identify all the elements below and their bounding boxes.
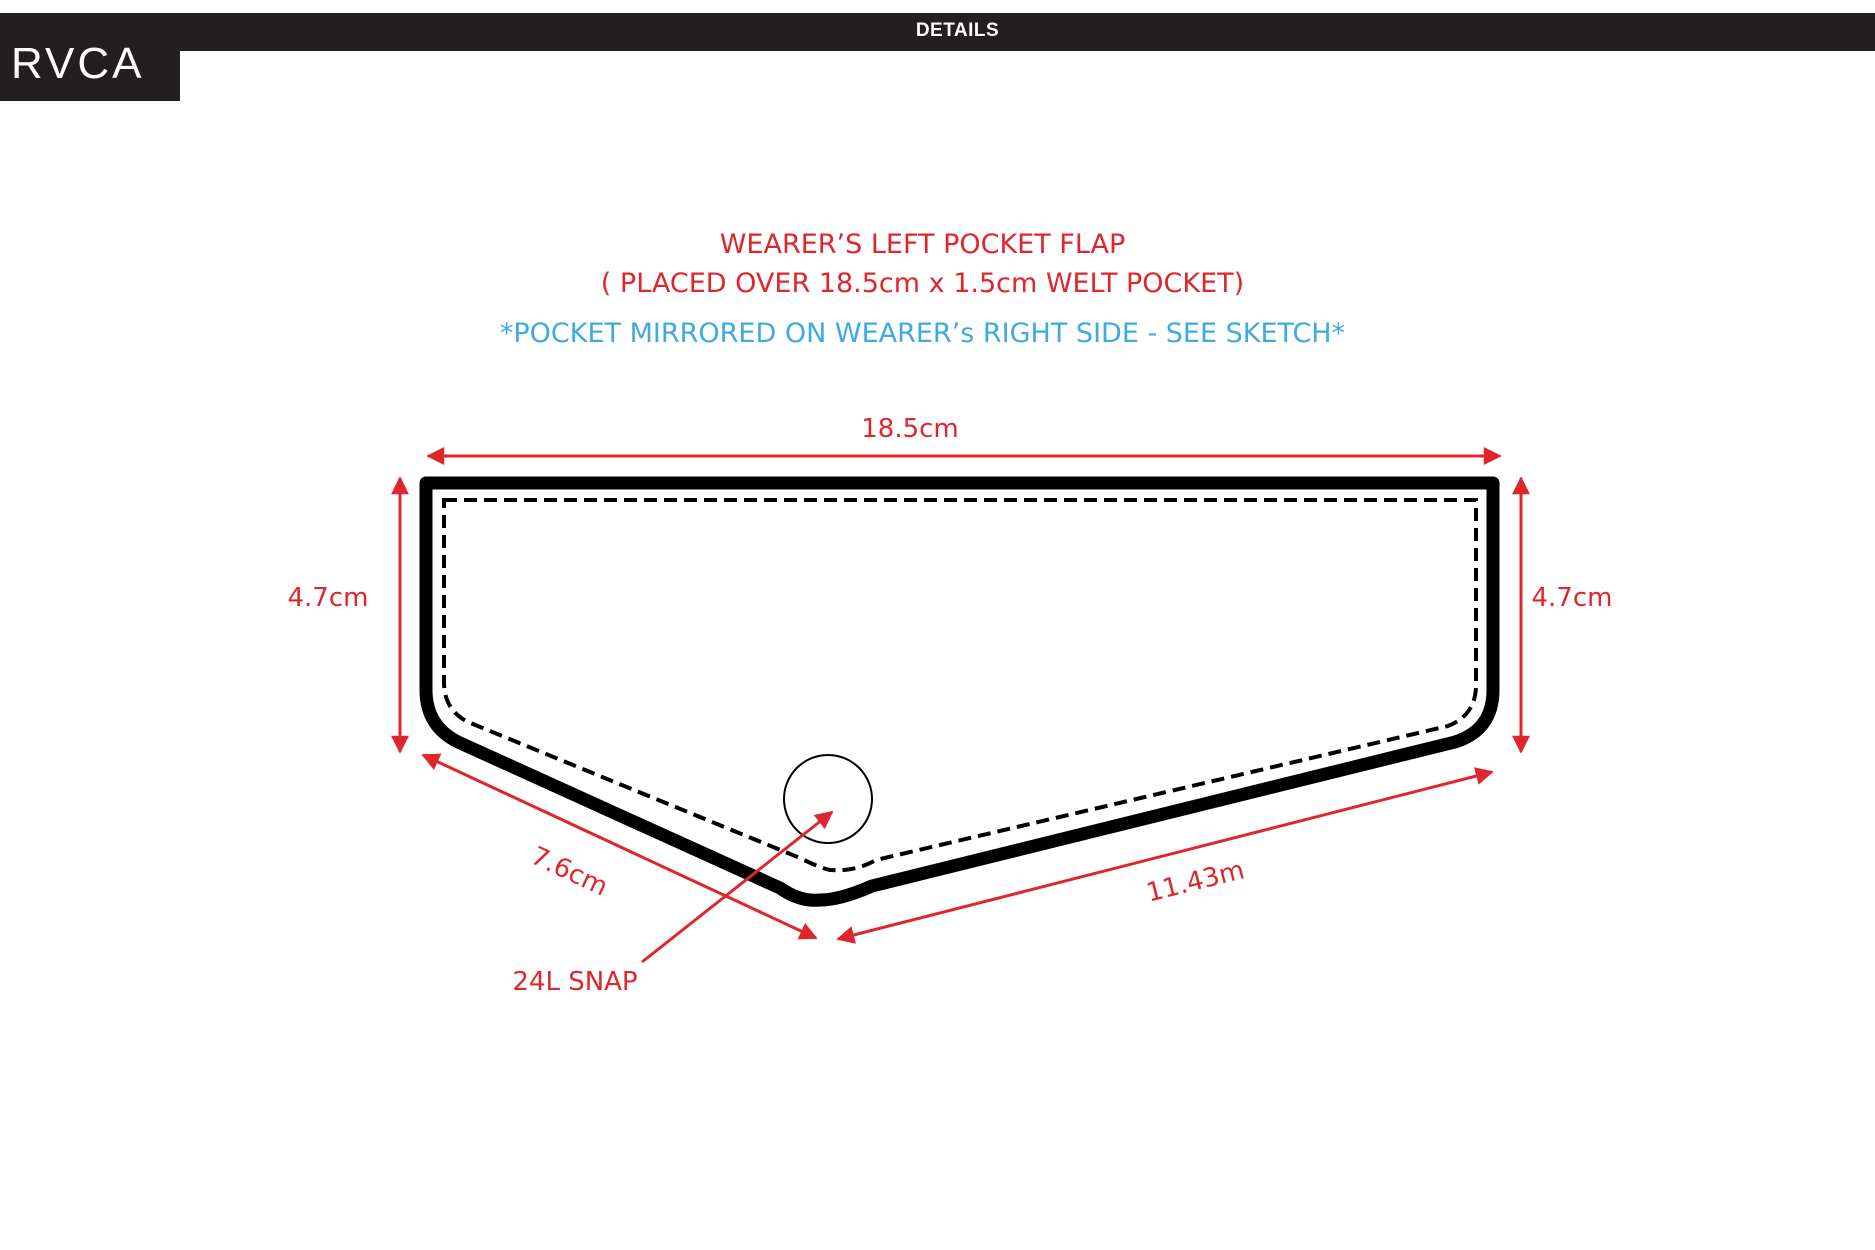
- dimension-label-bottom-left: 7.6cm: [526, 841, 612, 902]
- stitch-line: [442, 498, 1478, 873]
- header-bar: [0, 13, 1875, 51]
- dimension-label-left: 4.7cm: [288, 583, 369, 613]
- brand-logo: RVCA: [0, 13, 180, 101]
- dimension-arrow-bottom-left: [421, 753, 818, 940]
- header-title: DETAILS: [915, 20, 1000, 41]
- pocket-flap-title: WEARER’S LEFT POCKET FLAP: [719, 229, 1126, 260]
- mirror-note: *POCKET MIRRORED ON WEARER’s RIGHT SIDE …: [499, 318, 1346, 349]
- snap-callout-label: 24L SNAP: [512, 967, 637, 997]
- brand-logo-text: RVCA: [11, 39, 145, 88]
- pocket-flap-subtitle: ( PLACED OVER 18.5cm x 1.5cm WELT POCKET…: [600, 268, 1245, 299]
- dimension-label-bottom-right: 11.43m: [1143, 855, 1247, 908]
- dimension-label-right: 4.7cm: [1532, 583, 1613, 613]
- snap-callout-arrow: [641, 810, 834, 964]
- flap-outline-shape: [419, 476, 1500, 907]
- dimension-label-top: 18.5cm: [861, 414, 959, 444]
- dimension-arrow-bottom-right: [836, 767, 1494, 944]
